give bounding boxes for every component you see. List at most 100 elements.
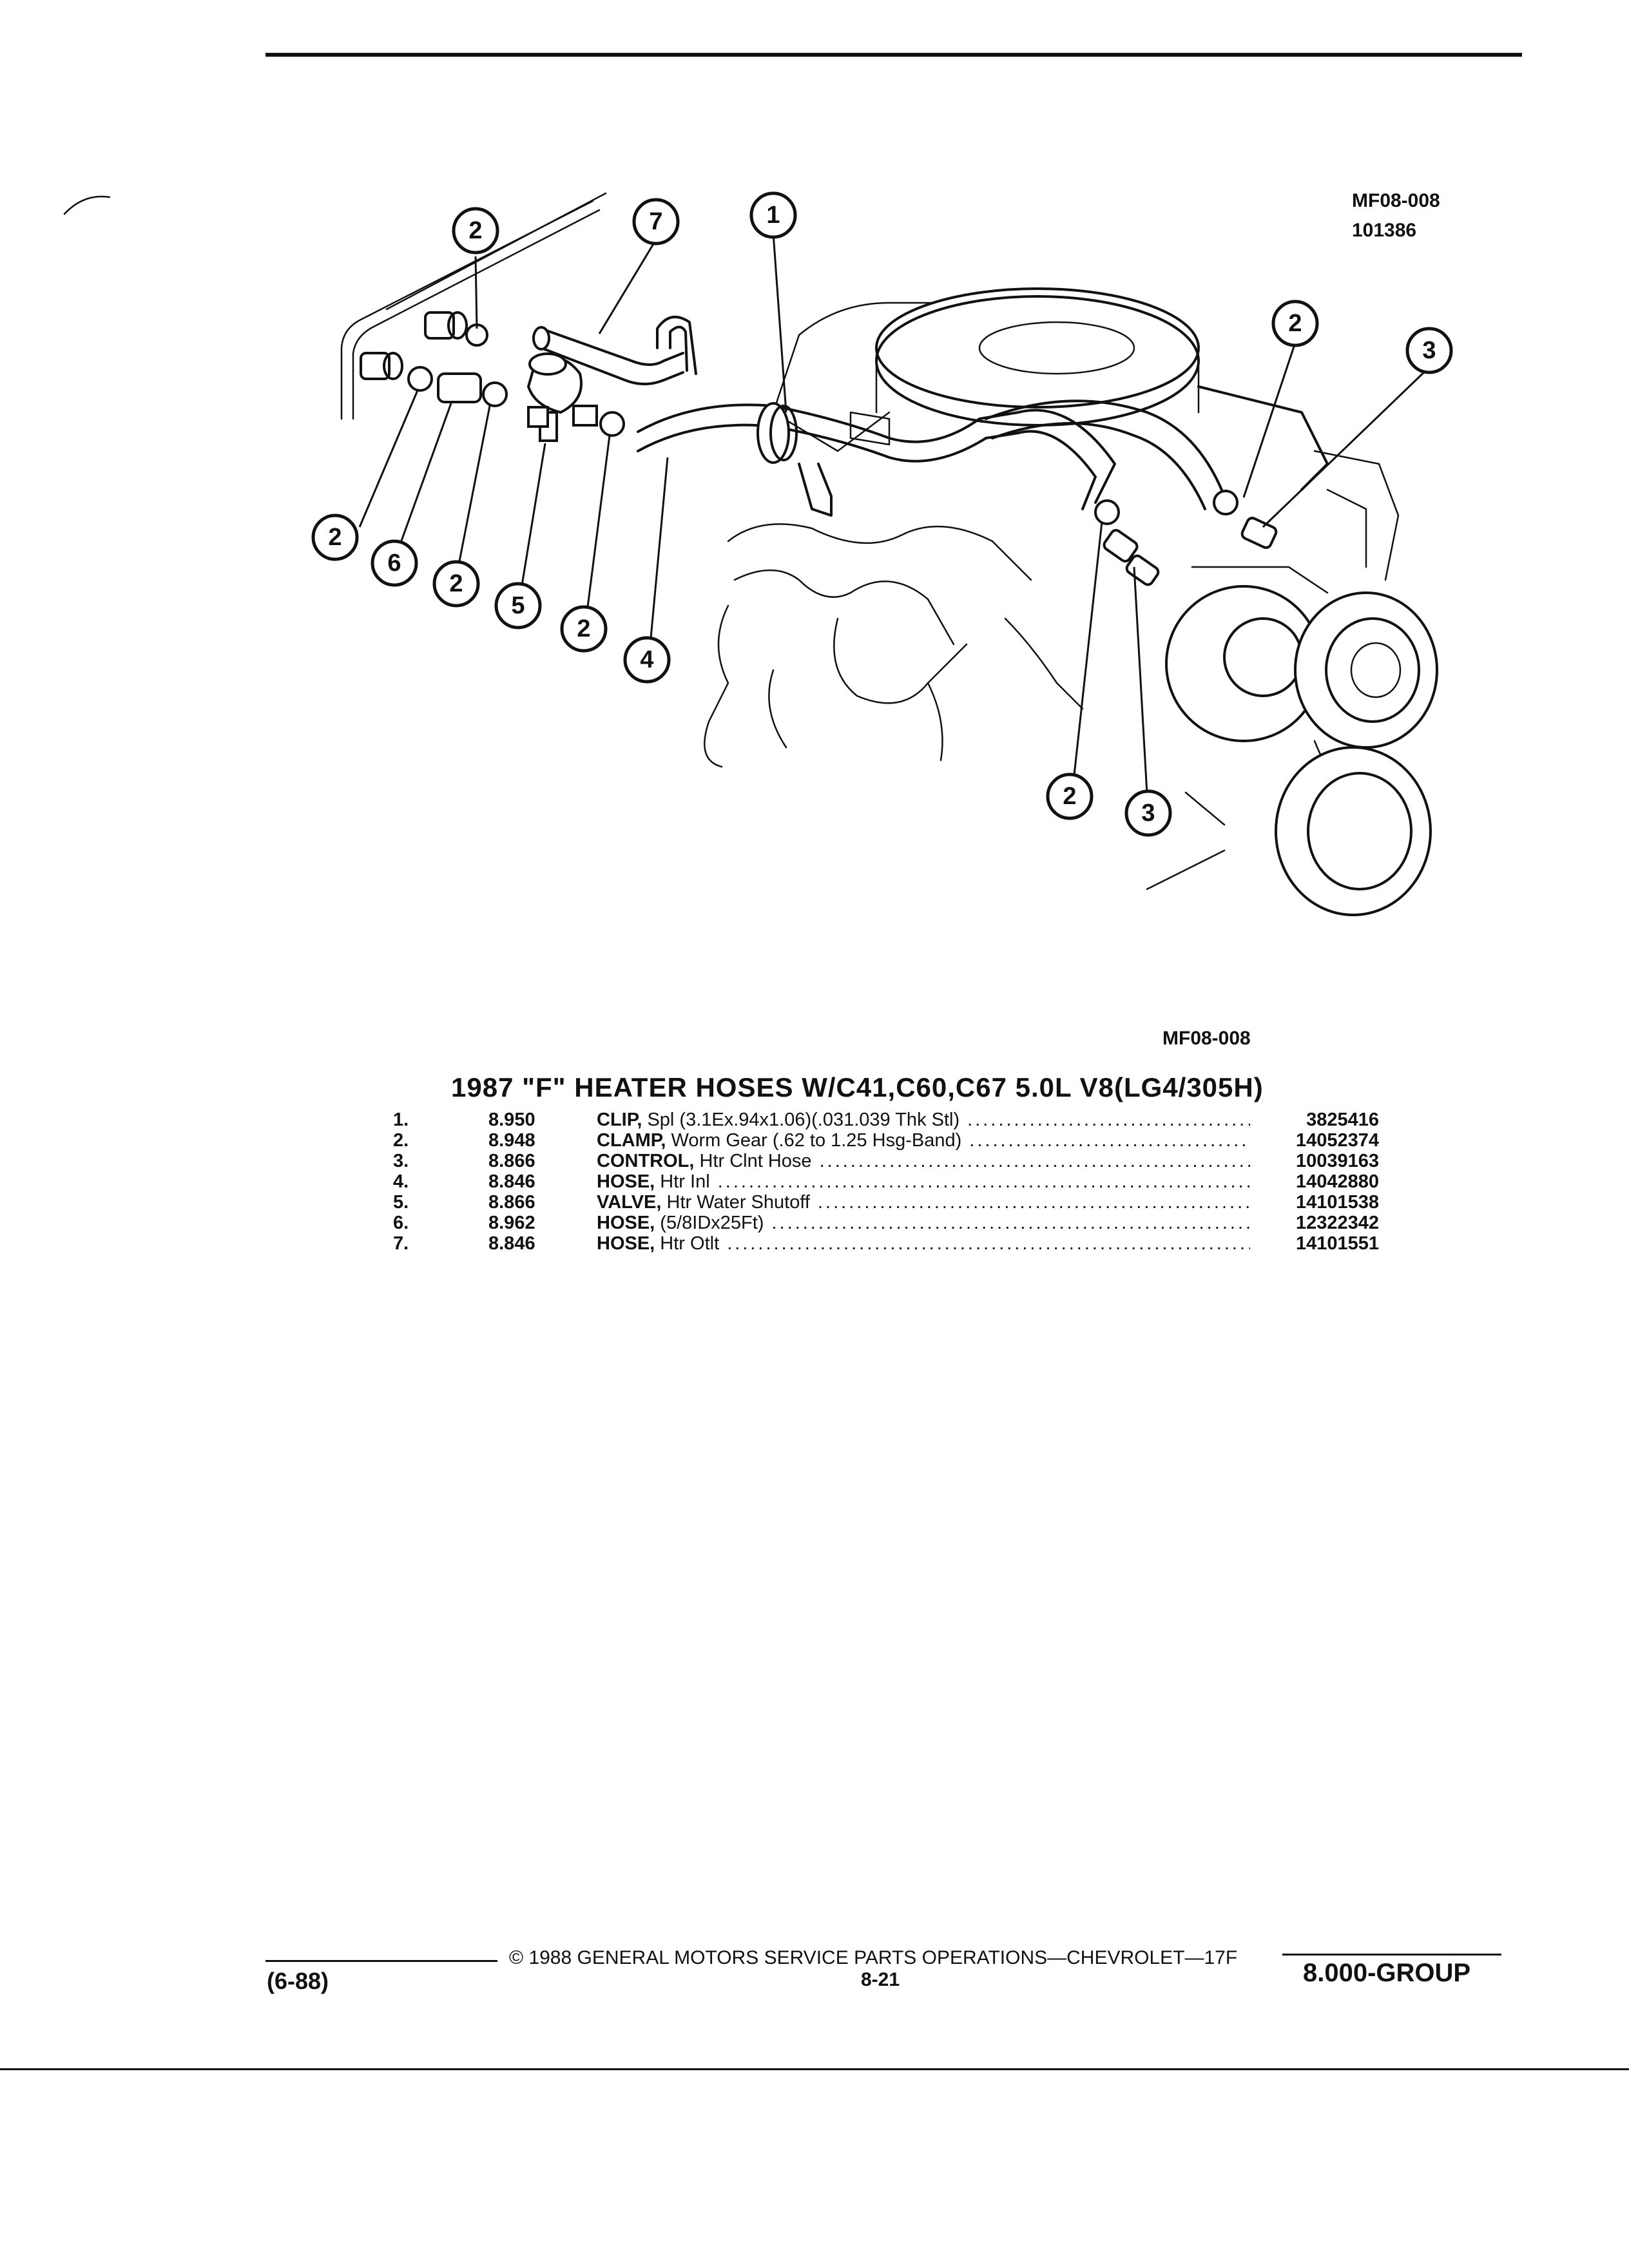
item-description: CLIP, Spl (3.1Ex.94x1.06)(.031.039 Thk S… [597, 1110, 1250, 1130]
callout-2-left: 2 [311, 514, 359, 561]
leader-dots: ........................................… [727, 1233, 1250, 1254]
callout-2-mid: 2 [432, 560, 480, 608]
item-description: HOSE, (5/8IDx25Ft) .....................… [597, 1213, 1250, 1233]
heater-hose-outlet [532, 316, 697, 385]
callout-2-bottom: 2 [1046, 773, 1094, 820]
group-number: 8.846 [488, 1233, 535, 1254]
parts-list-row: 7. 8.846 HOSE, Htr Otlt ................… [393, 1233, 1379, 1254]
item-detail: Htr Clnt Hose [694, 1151, 812, 1171]
group-label: 8.000-GROUP [1303, 1959, 1471, 1987]
callout-2-top: 2 [452, 207, 499, 255]
item-name: CLAMP, [597, 1130, 666, 1151]
figure-date-code: 101386 [1352, 220, 1417, 241]
heater-hose-inlet [637, 399, 1226, 517]
footer-rule-left [265, 1960, 497, 1962]
callout-2-lower: 2 [560, 605, 608, 653]
figure-code-bottom: MF08-008 [1162, 1028, 1251, 1049]
callout-3-bottom: 3 [1124, 789, 1172, 837]
engine-block [704, 302, 1400, 768]
alternator-pulley [1146, 566, 1438, 916]
callout-2-right: 2 [1271, 300, 1319, 347]
item-name: CONTROL, [597, 1151, 695, 1171]
item-detail: Htr Inl [655, 1171, 710, 1192]
part-number: 3825416 [1306, 1110, 1379, 1130]
leader-dots: ........................................… [967, 1110, 1250, 1130]
heater-hose-illustration: 2 7 1 2 3 2 6 2 5 2 4 2 3 [63, 191, 1453, 916]
bottom-rule [0, 2068, 1629, 2070]
revision-date: (6-88) [267, 1968, 329, 1994]
part-number: 14052374 [1295, 1130, 1379, 1151]
parts-list-row: 3. 8.866 CONTROL, Htr Clnt Hose ........… [393, 1151, 1379, 1171]
item-number: 2. [393, 1130, 409, 1151]
leader-lines [358, 233, 1431, 794]
binding-mark [63, 195, 111, 215]
item-number: 5. [393, 1192, 409, 1213]
heater-control-fittings [1094, 490, 1278, 586]
leader-dots: ........................................… [819, 1151, 1250, 1171]
part-number: 10039163 [1295, 1151, 1379, 1171]
group-number: 8.950 [488, 1110, 535, 1130]
callout-4: 4 [623, 636, 671, 684]
svg-text:3: 3 [1422, 337, 1436, 364]
group-number: 8.866 [488, 1151, 535, 1171]
item-detail: Worm Gear (.62 to 1.25 Hsg-Band) [666, 1130, 962, 1151]
group-number: 8.846 [488, 1171, 535, 1192]
item-name: HOSE, [597, 1213, 655, 1233]
item-number: 4. [393, 1171, 409, 1192]
svg-text:3: 3 [1141, 800, 1155, 827]
callout-3-right: 3 [1405, 327, 1453, 374]
svg-text:2: 2 [577, 615, 590, 642]
svg-text:2: 2 [468, 217, 482, 244]
svg-text:2: 2 [1288, 310, 1302, 337]
page-number: 8-21 [861, 1969, 900, 1990]
firewall-outline [340, 192, 607, 420]
parts-list-row: 2. 8.948 CLAMP, Worm Gear (.62 to 1.25 H… [393, 1130, 1379, 1151]
leader-dots: ........................................… [717, 1171, 1250, 1192]
item-description: VALVE, Htr Water Shutoff ...............… [597, 1192, 1250, 1213]
item-number: 7. [393, 1233, 409, 1254]
item-name: HOSE, [597, 1171, 655, 1192]
item-description: CONTROL, Htr Clnt Hose .................… [597, 1151, 1250, 1171]
callout-5: 5 [494, 582, 542, 629]
figure-code-top: MF08-008 [1352, 190, 1440, 211]
top-rule [265, 53, 1522, 57]
svg-text:1: 1 [766, 202, 780, 229]
part-number: 14101538 [1295, 1192, 1379, 1213]
item-number: 6. [393, 1213, 409, 1233]
shutoff-valve-assembly [360, 311, 625, 442]
callout-1: 1 [749, 191, 797, 239]
group-number: 8.866 [488, 1192, 535, 1213]
svg-text:2: 2 [1063, 783, 1076, 810]
svg-text:5: 5 [511, 592, 525, 619]
item-description: CLAMP, Worm Gear (.62 to 1.25 Hsg-Band) … [597, 1130, 1250, 1151]
svg-text:2: 2 [328, 524, 342, 551]
item-description: HOSE, Htr Inl ..........................… [597, 1171, 1250, 1192]
part-number: 12322342 [1295, 1213, 1379, 1233]
leader-dots: ........................................… [771, 1213, 1250, 1233]
item-name: VALVE, [597, 1192, 662, 1213]
callout-7: 7 [632, 198, 680, 245]
item-number: 1. [393, 1110, 409, 1130]
parts-list-row: 5. 8.866 VALVE, Htr Water Shutoff ......… [393, 1192, 1379, 1213]
group-number: 8.948 [488, 1130, 535, 1151]
item-name: HOSE, [597, 1233, 655, 1254]
callout-6: 6 [371, 539, 418, 587]
parts-list-row: 4. 8.846 HOSE, Htr Inl .................… [393, 1171, 1379, 1192]
item-detail: (5/8IDx25Ft) [655, 1213, 764, 1233]
catalog-title: 1987 "F" HEATER HOSES W/C41,C60,C67 5.0L… [451, 1072, 1264, 1102]
item-name: CLIP, [597, 1110, 642, 1130]
item-detail: Htr Water Shutoff [661, 1192, 810, 1213]
svg-text:2: 2 [449, 570, 463, 597]
item-detail: Htr Otlt [655, 1233, 720, 1254]
leader-dots: ........................................… [969, 1130, 1250, 1151]
group-number: 8.962 [488, 1213, 535, 1233]
item-number: 3. [393, 1151, 409, 1171]
footer-rule-right [1282, 1954, 1501, 1956]
parts-list-row: 1. 8.950 CLIP, Spl (3.1Ex.94x1.06)(.031.… [393, 1110, 1379, 1130]
svg-text:6: 6 [387, 550, 401, 577]
part-number: 14101551 [1295, 1233, 1379, 1254]
parts-list: 1. 8.950 CLIP, Spl (3.1Ex.94x1.06)(.031.… [393, 1110, 1379, 1254]
leader-dots: ........................................… [817, 1192, 1250, 1213]
part-number: 14042880 [1295, 1171, 1379, 1192]
hose-clip [757, 402, 798, 464]
